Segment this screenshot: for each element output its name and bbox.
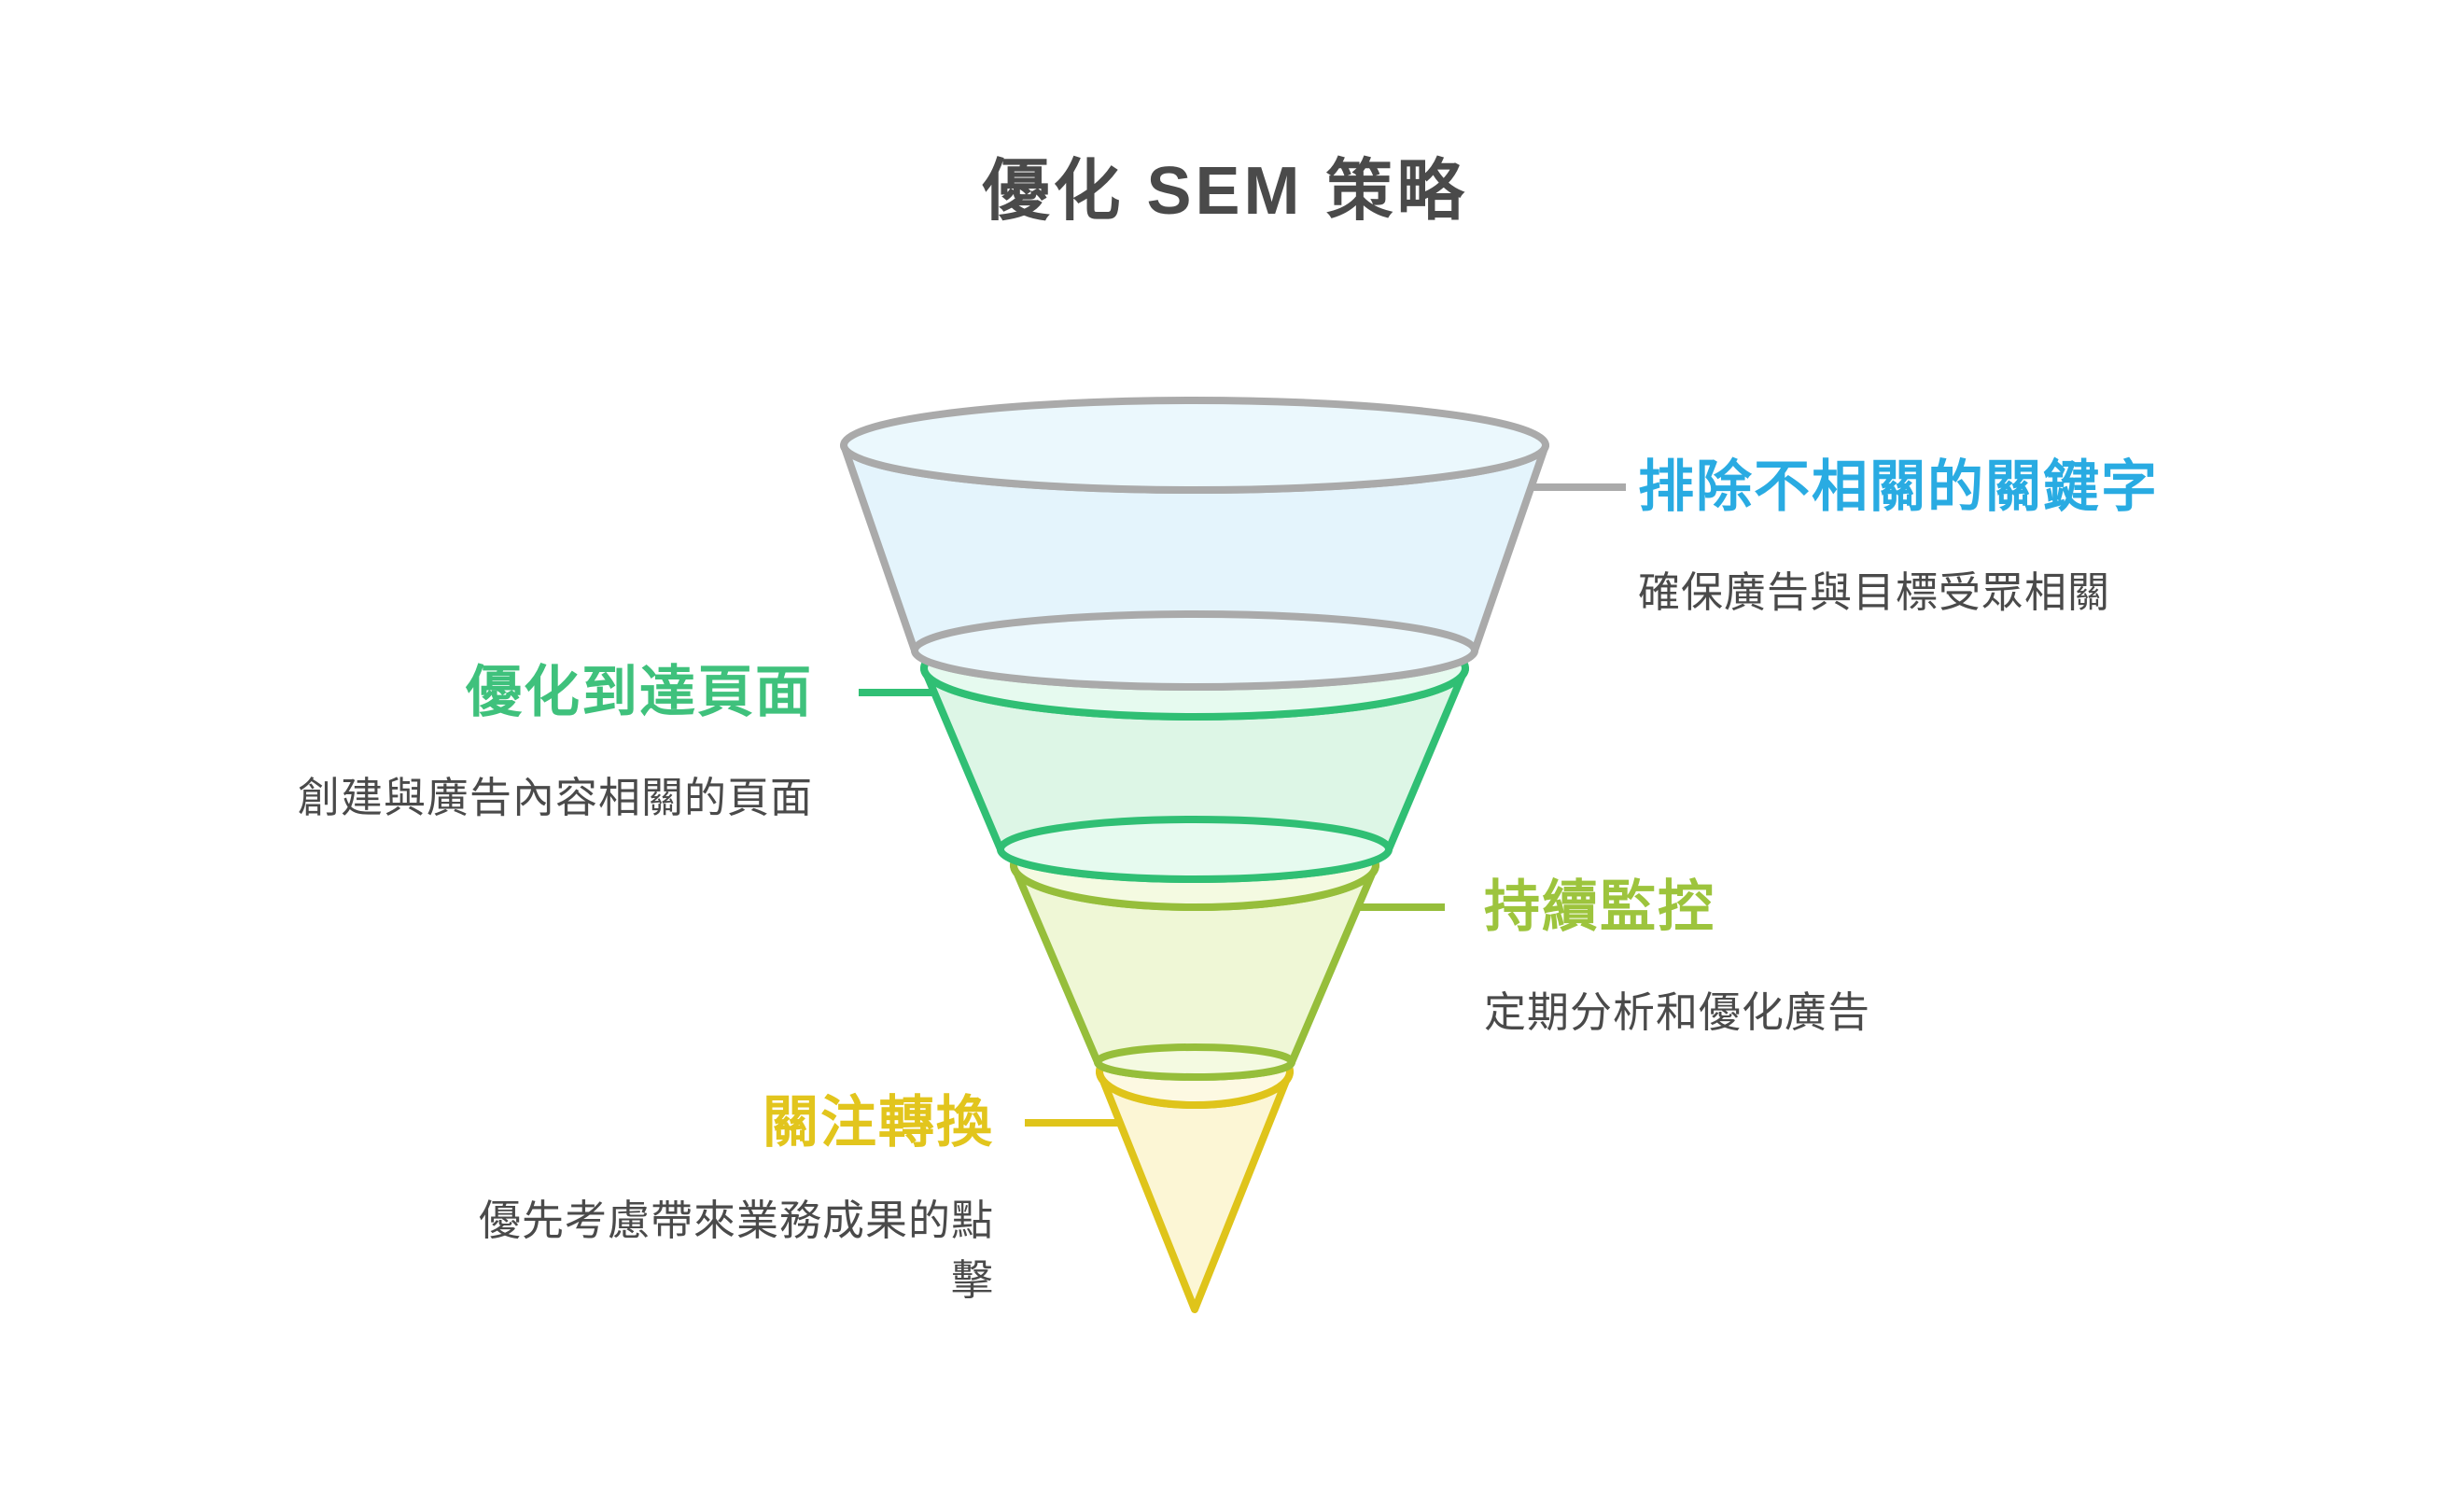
level-1-description: 確保廣告與目標受眾相關	[1638, 568, 2111, 616]
funnel-level-2-bottom-rim	[997, 816, 1393, 883]
level-3-title: 持續監控	[1484, 875, 1715, 938]
level-1-title: 排除不相關的關鍵字	[1638, 455, 2159, 518]
level-2-title: 優化到達頁面	[466, 661, 813, 723]
level-2-description: 創建與廣告內容相關的頁面	[297, 774, 813, 821]
level-2-label: 優化到達頁面 創建與廣告內容相關的頁面	[298, 657, 813, 826]
funnel-level-1	[840, 397, 1549, 691]
level-1-label: 排除不相關的關鍵字 確保廣告與目標受眾相關	[1638, 452, 2159, 621]
level-4-title: 關注轉換	[763, 1091, 994, 1154]
funnel-level-1-bottom-rim	[911, 610, 1478, 691]
level-4-description: 優先考慮帶來業務成果的點擊	[478, 1197, 994, 1304]
level-3-description: 定期分析和優化廣告	[1484, 988, 1871, 1036]
funnel-level-1-top-rim	[840, 397, 1549, 494]
level-3-label: 持續監控 定期分析和優化廣告	[1484, 872, 1870, 1041]
level-4-label: 關注轉換 優先考慮帶來業務成果的點擊	[467, 1087, 994, 1310]
funnel-level-3-bottom-rim	[1094, 1043, 1295, 1081]
page-title: 優化 SEM 策略	[982, 154, 1468, 229]
